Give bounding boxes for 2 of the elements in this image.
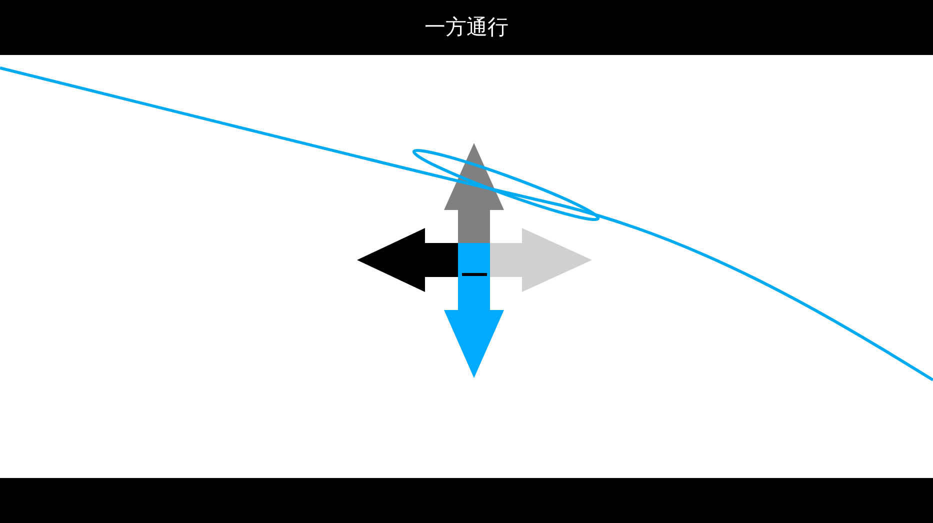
bottom-bar	[0, 478, 933, 523]
title: 一方通行	[424, 14, 508, 40]
